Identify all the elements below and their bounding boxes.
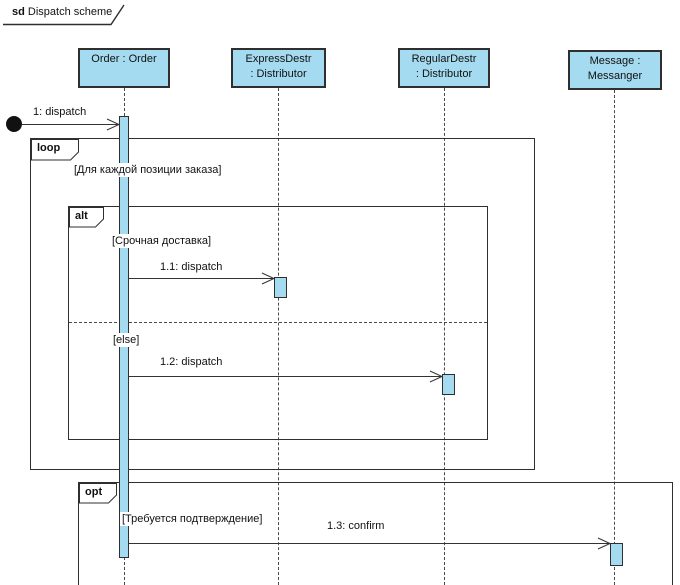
diagram-title-keyword: sd [12, 6, 25, 18]
lifeline-line-regulardestr[interactable] [444, 88, 445, 585]
opt-guard[interactable]: [Требуется подтверждение] [120, 512, 265, 526]
message-1-3-label[interactable]: 1.3: confirm [327, 520, 385, 532]
fragment-loop[interactable]: loop [30, 138, 535, 470]
lifeline-regulardestr-name-line1: RegularDestr [411, 53, 477, 65]
alt-pentagon-shape [69, 207, 104, 228]
opt-operator-tag[interactable]: opt [79, 483, 118, 504]
lifeline-header-message[interactable]: Message : Messanger [568, 50, 662, 90]
lifeline-message-name-line2: Messanger [587, 70, 643, 82]
lifeline-expressdestr-name-line1: ExpressDestr [245, 53, 312, 65]
lifeline-line-expressdestr[interactable] [278, 88, 279, 585]
lifeline-header-expressdestr[interactable]: ExpressDestr : Distributor [231, 48, 326, 88]
opt-operator-label: opt [85, 486, 103, 498]
loop-operator-tag[interactable]: loop [31, 139, 80, 161]
alt-operator-tag[interactable]: alt [69, 207, 105, 228]
fragment-opt[interactable]: opt [78, 482, 673, 585]
loop-operator-label: loop [37, 142, 61, 154]
fragment-alt[interactable]: alt [68, 206, 488, 440]
alt-operator-label: alt [75, 210, 88, 222]
alt-guard-if[interactable]: [Срочная доставка] [110, 234, 214, 248]
diagram-title-name: Dispatch scheme [27, 6, 113, 18]
found-message-endpoint[interactable] [6, 116, 22, 132]
activation-expressdestr[interactable] [274, 277, 287, 298]
lifeline-expressdestr-name-line2: : Distributor [250, 68, 307, 80]
activation-regulardestr[interactable] [442, 374, 455, 395]
message-1-1-label[interactable]: 1.1: dispatch [160, 261, 223, 273]
opt-pentagon-shape [79, 483, 117, 504]
alt-else-divider [69, 322, 487, 323]
lifeline-header-order[interactable]: Order : Order [78, 48, 170, 88]
message-1-label[interactable]: 1: dispatch [33, 106, 87, 118]
diagram-title-tag[interactable]: sd Dispatch scheme [12, 6, 112, 18]
alt-guard-else[interactable]: [else] [111, 333, 142, 347]
lifeline-line-message[interactable] [614, 90, 615, 585]
activation-message[interactable] [610, 543, 623, 566]
loop-guard[interactable]: [Для каждой позиции заказа] [72, 163, 224, 177]
lifeline-header-regulardestr[interactable]: RegularDestr : Distributor [398, 48, 490, 88]
loop-pentagon-shape [31, 139, 79, 161]
lifeline-regulardestr-name-line2: : Distributor [415, 68, 473, 80]
message-1-2-label[interactable]: 1.2: dispatch [160, 356, 223, 368]
lifeline-message-name-line1: Message : [589, 55, 641, 67]
lifeline-order-name-line1: Order : Order [91, 53, 157, 65]
